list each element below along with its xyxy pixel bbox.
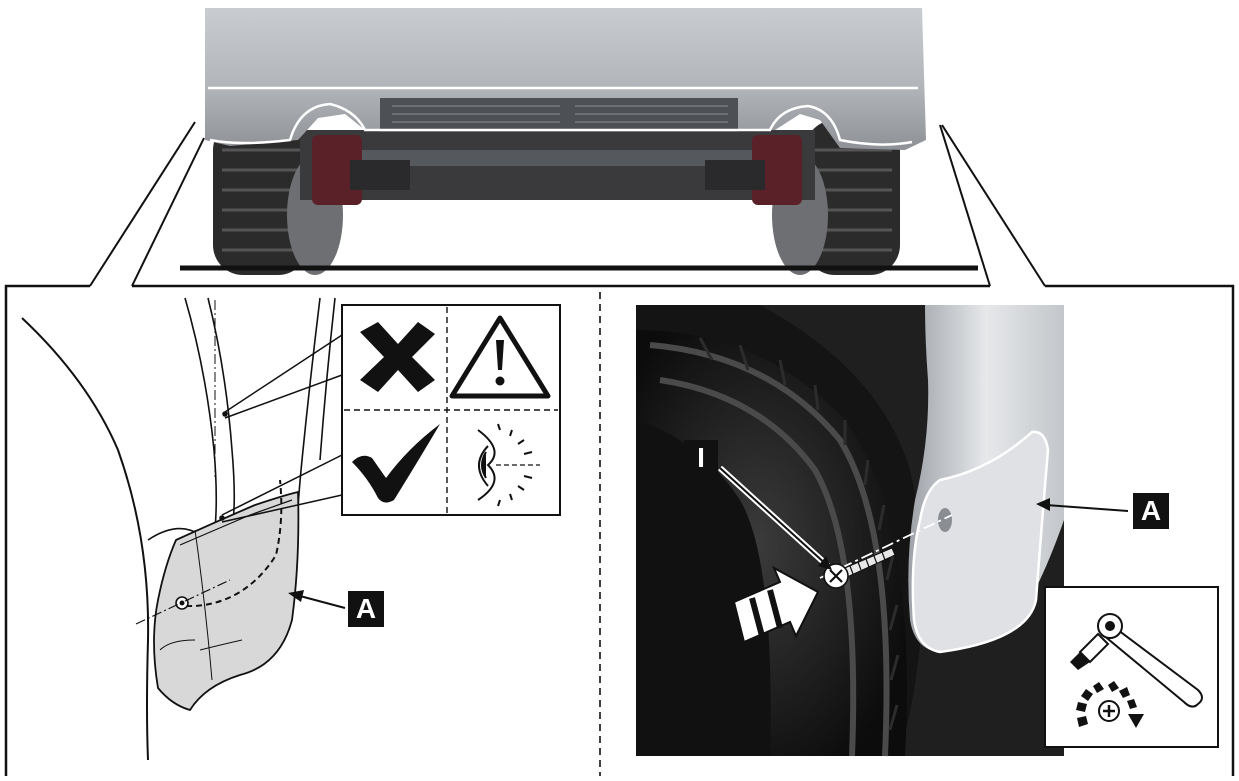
item-i-screw-label-text: I <box>697 442 705 473</box>
part-a-label-right-text: A <box>1140 495 1162 526</box>
detail-panels-frame <box>4 284 1235 776</box>
phillips-clockwise-tighten-icon <box>1076 681 1144 728</box>
push-arrow-icon <box>732 565 820 644</box>
rear-suspension <box>300 130 815 205</box>
part-a-label-left: A <box>348 591 384 627</box>
item-i-screw-label: I <box>684 440 718 476</box>
part-a-left-arrow <box>288 590 346 609</box>
cross-mark-icon <box>360 322 435 392</box>
warning-triangle-icon <box>449 315 551 399</box>
symbol-leader-lines <box>219 334 343 523</box>
bumper-outline <box>208 86 918 146</box>
eye-icon <box>477 423 540 507</box>
rear-tire-closeup <box>636 330 907 757</box>
part-a-right-arrow <box>1036 498 1129 512</box>
part-a-label-left-text: A <box>355 593 377 624</box>
right-panel-photo <box>636 305 1064 757</box>
check-mark-icon <box>352 424 440 503</box>
tool-inset-box <box>1044 586 1219 748</box>
fender-screw-hole <box>938 508 952 532</box>
part-a-label-right: A <box>1133 493 1169 529</box>
ratchet-wrench-icon <box>1070 613 1203 708</box>
self-tapping-screw <box>823 547 896 589</box>
mudflap-fitted <box>911 430 1050 654</box>
symbols-legend-box <box>341 304 561 516</box>
zoom-callout-lines <box>89 121 1046 287</box>
vehicle-rear-photo <box>180 8 978 275</box>
mudflap-drawing <box>135 300 300 712</box>
